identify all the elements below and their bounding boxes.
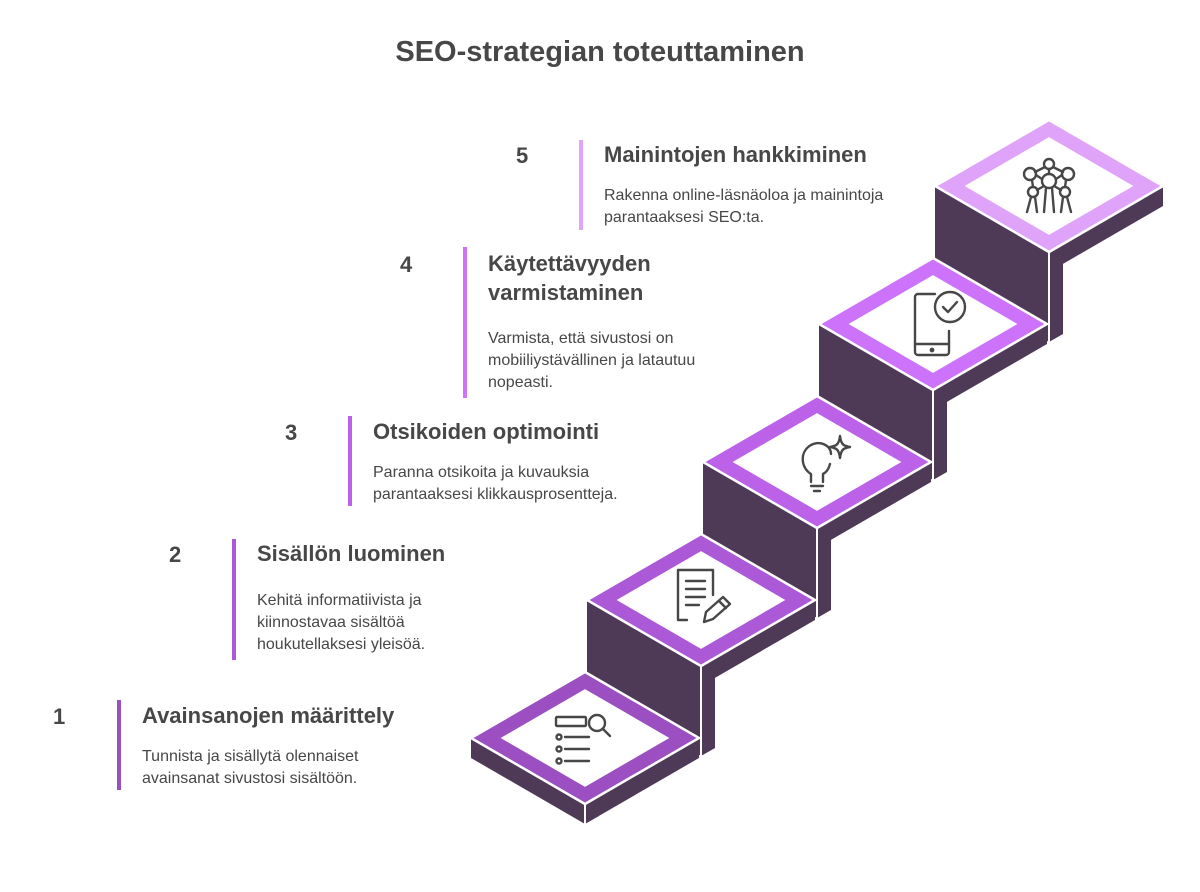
page-title: SEO-strategian toteuttaminen <box>395 36 805 68</box>
step-title: Sisällön luominen <box>257 541 446 566</box>
step-title: Käytettävyyden varmistaminen <box>488 251 651 305</box>
step-number: 2 <box>169 542 182 567</box>
step-number: 5 <box>516 143 529 168</box>
step-number: 1 <box>53 704 66 729</box>
step-description: Paranna otsikoita ja kuvauksia parantaak… <box>373 464 618 503</box>
step-description: Rakenna online-läsnäoloa ja mainintoja p… <box>604 187 884 226</box>
document-pencil-icon <box>676 568 732 624</box>
stair-step-1 <box>468 670 702 824</box>
step-accent-bar <box>463 247 467 398</box>
search-list-icon <box>554 713 612 765</box>
step-accent-bar <box>232 539 236 660</box>
network-molecule-icon <box>1022 157 1076 214</box>
stair-tread-inner <box>848 275 1018 373</box>
stair-tread-inner <box>616 551 786 649</box>
step-title: Avainsanojen määrittely <box>142 703 395 728</box>
step-number: 4 <box>400 252 413 277</box>
step-accent-bar <box>579 140 583 230</box>
step-accent-bar <box>348 416 352 506</box>
step-title: Otsikoiden optimointi <box>373 419 600 444</box>
lightbulb-sparkle-icon <box>801 434 852 493</box>
step-title: Mainintojen hankkiminen <box>604 142 867 167</box>
step-description: Tunnista ja sisällytä olennaiset avainsa… <box>142 748 359 787</box>
step-accent-bar <box>117 700 121 790</box>
step-description: Kehitä informatiivista ja kiinnostavaa s… <box>257 592 426 653</box>
step-description: Varmista, että sivustosi on mobiiliystäv… <box>488 330 696 391</box>
stair-tread-inner <box>732 413 902 511</box>
mobile-check-icon <box>913 290 967 357</box>
stair-tread-inner <box>964 137 1134 235</box>
step-number: 3 <box>285 420 298 445</box>
